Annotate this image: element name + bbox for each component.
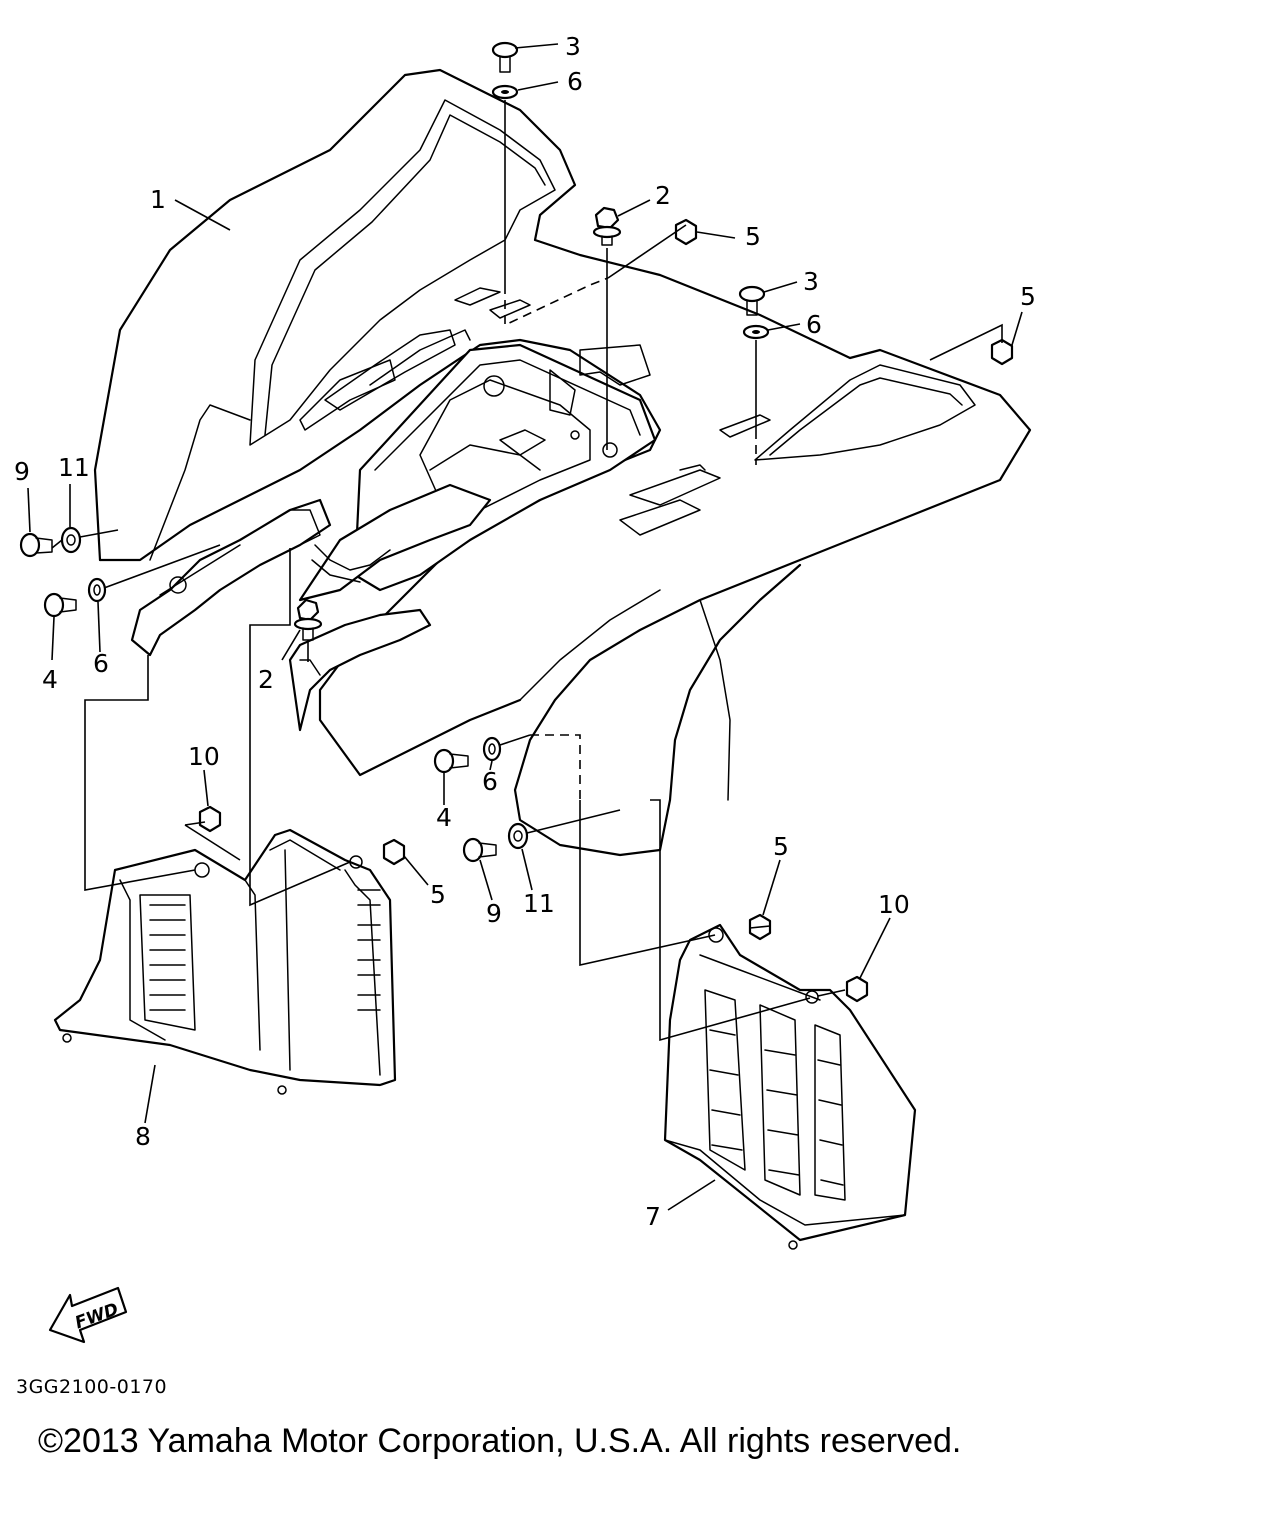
callout-5a: 5 (745, 222, 761, 251)
bolt-2-top (592, 206, 622, 246)
diagram-part-code: 3GG2100-0170 (16, 1376, 168, 1398)
washer-11-left (60, 526, 82, 554)
mudguard-left (53, 828, 397, 1095)
callout-5c: 5 (430, 880, 446, 909)
callout-6c: 6 (93, 649, 109, 678)
callout-numbers: 1 2 2 3 3 4 4 5 5 5 5 6 6 6 6 7 8 9 9 10… (14, 32, 1036, 1231)
callout-6d: 6 (482, 767, 498, 796)
screw-4-left (43, 592, 77, 618)
callout-3a: 3 (565, 32, 581, 61)
callout-10a: 10 (188, 742, 220, 771)
screw-9-mid (462, 837, 497, 863)
callout-11a: 11 (58, 453, 90, 482)
copyright-notice: ©2013 Yamaha Motor Corporation, U.S.A. A… (38, 1422, 962, 1460)
bolt-2-lower (293, 598, 323, 641)
callout-1: 1 (150, 185, 166, 214)
screw-3-top (491, 41, 519, 73)
fasteners (19, 41, 1014, 1003)
callout-2b: 2 (258, 665, 274, 694)
callout-8: 8 (135, 1122, 151, 1151)
nut-5-c (382, 838, 406, 866)
washer-6-mid (482, 736, 502, 762)
callout-4b: 4 (436, 803, 452, 832)
callout-6b: 6 (806, 310, 822, 339)
assembly-lines (51, 100, 1003, 1042)
nut-5-a (674, 218, 698, 246)
callout-3b: 3 (803, 267, 819, 296)
nut-5-b (990, 338, 1014, 366)
screw-4-mid (433, 748, 469, 774)
washer-6-left (87, 577, 107, 603)
fwd-arrow: FWD (48, 1286, 128, 1344)
screw-3-right (738, 285, 766, 316)
callout-5b: 5 (1020, 282, 1036, 311)
callout-2a: 2 (655, 181, 671, 210)
callout-leaders (27, 43, 1023, 1211)
callout-6a: 6 (567, 67, 583, 96)
callout-7: 7 (645, 1202, 661, 1231)
callout-5d: 5 (773, 832, 789, 861)
rear-fender (93, 68, 1032, 857)
nut-10-left (198, 805, 222, 833)
callout-11b: 11 (523, 889, 555, 918)
callout-10b: 10 (878, 890, 910, 919)
callout-9a: 9 (14, 457, 30, 486)
callout-4a: 4 (42, 665, 58, 694)
screw-9-left (19, 532, 53, 558)
mudguard-right (663, 923, 917, 1250)
nut-10-right (845, 975, 869, 1003)
washer-11-mid (507, 822, 529, 850)
callout-9b: 9 (486, 899, 502, 928)
